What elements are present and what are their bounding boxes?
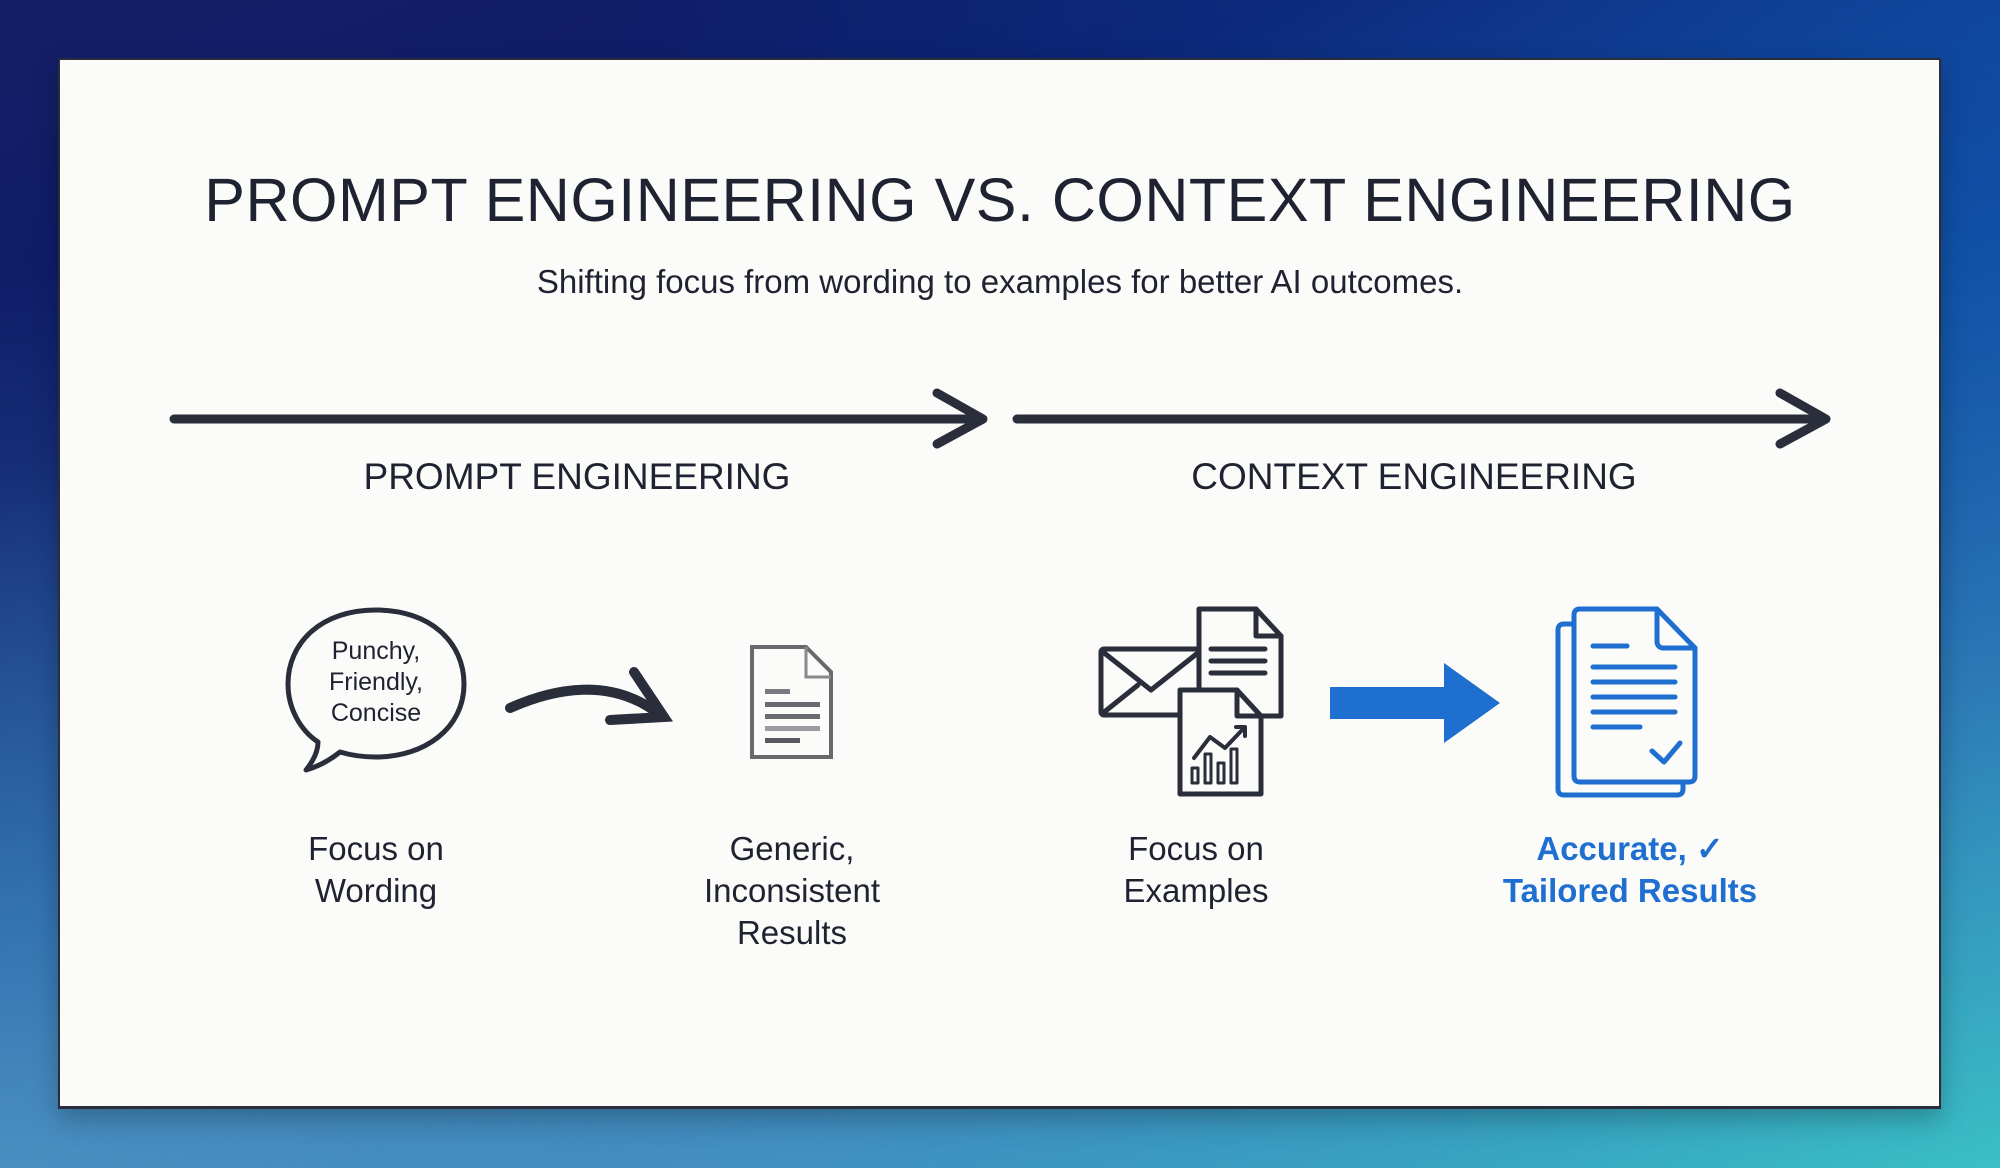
caption-line: Examples — [1123, 872, 1269, 909]
speech-bubble-text: Punchy, Friendly, Concise — [291, 636, 461, 729]
context-timeline-arrow-icon — [1012, 388, 1831, 449]
caption-line: Inconsistent — [703, 872, 881, 909]
caption-focus-on-examples: Focus on Examples — [1036, 828, 1356, 912]
caption-line: Accurate, ✓ — [1536, 830, 1724, 867]
caption-line: Focus on — [1128, 830, 1264, 867]
caption-line: Wording — [314, 872, 438, 909]
caption-line: Tailored Results — [1502, 872, 1758, 909]
bubble-line: Punchy, — [331, 637, 421, 665]
caption-line: Results — [736, 914, 848, 951]
section-label-prompt: PROMPT ENGINEERING — [363, 456, 791, 497]
page-title: PROMPT ENGINEERING VS. CONTEXT ENGINEERI… — [204, 166, 1796, 234]
section-label-context: CONTEXT ENGINEERING — [1191, 456, 1637, 497]
bubble-line: Friendly, — [328, 668, 423, 696]
page-subtitle: Shifting focus from wording to examples … — [536, 263, 1464, 300]
caption-line: Focus on — [308, 830, 444, 867]
chart-document-icon — [1177, 687, 1264, 797]
caption-line: Generic, — [729, 830, 855, 867]
slide-card — [58, 58, 1941, 1109]
bubble-line: Concise — [330, 699, 422, 727]
caption-accurate-results: Accurate, ✓ Tailored Results — [1470, 828, 1790, 912]
caption-generic-results: Generic, Inconsistent Results — [632, 828, 952, 954]
caption-focus-on-wording: Focus on Wording — [216, 828, 536, 912]
prompt-timeline-arrow-icon — [169, 388, 988, 449]
